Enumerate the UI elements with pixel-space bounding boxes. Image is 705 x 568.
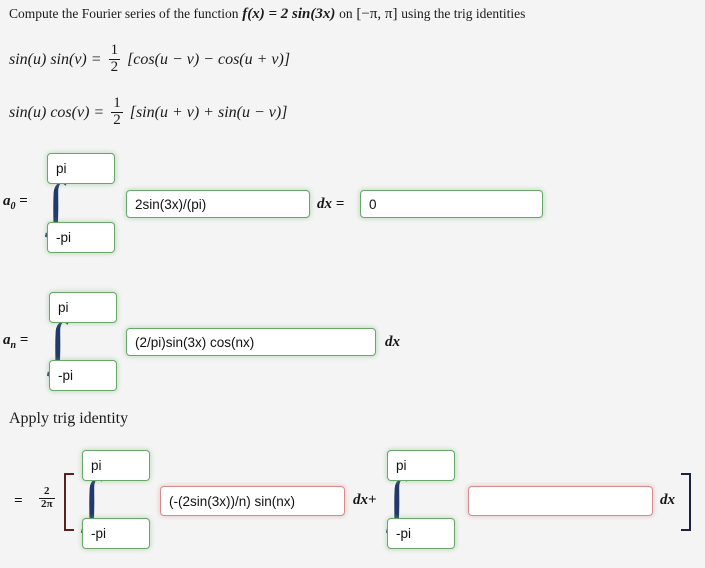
identity-2-fraction-numerator: 1 bbox=[113, 95, 121, 111]
an-label-subscript: n bbox=[10, 340, 17, 351]
a0-label-subscript: 0 bbox=[10, 201, 16, 212]
big-left-bracket bbox=[64, 473, 77, 531]
prompt-interval: [−π, π] bbox=[356, 6, 398, 22]
apply-coefficient-fraction: 2 2π bbox=[39, 485, 55, 510]
prompt-function-expression: f(x) = 2 sin(3x) bbox=[242, 6, 336, 22]
a0-label-base: a bbox=[3, 193, 11, 209]
identity-2-rhs: [sin(u + v) + sin(u − v)] bbox=[129, 103, 288, 121]
apply-coefficient-numerator: 2 bbox=[44, 485, 50, 497]
apply-coefficient-denominator: 2π bbox=[39, 497, 55, 510]
term1-lower-limit-input[interactable]: -pi bbox=[82, 518, 150, 549]
identity-2-fraction: 1 2 bbox=[111, 95, 123, 129]
term2-lower-limit-input[interactable]: -pi bbox=[387, 518, 455, 549]
a0-integrand-input[interactable]: 2sin(3x)/(pi) bbox=[126, 190, 310, 218]
trig-identity-2: sin(u) cos(v) = 1 2 [sin(u + v) + sin(u … bbox=[9, 95, 288, 130]
term1-dx-plus-label: dx+ bbox=[353, 492, 377, 508]
a0-lower-limit-input[interactable]: -pi bbox=[47, 222, 115, 253]
a0-upper-limit-input[interactable]: pi bbox=[47, 153, 115, 184]
term2-upper-limit-input[interactable]: pi bbox=[387, 450, 455, 481]
a0-equals-sign: = bbox=[19, 193, 28, 209]
identity-2-lhs: sin(u) cos(v) = bbox=[9, 103, 105, 121]
integral-sign-an: ∫ bbox=[50, 309, 66, 374]
identity-1-fraction: 1 2 bbox=[108, 42, 121, 76]
an-lower-limit-input[interactable]: -pi bbox=[49, 360, 117, 391]
integral-sign-term2: ∫ bbox=[389, 466, 405, 531]
an-label: an = bbox=[3, 332, 28, 351]
a0-dx-equals-label: dx = bbox=[317, 196, 345, 212]
an-integrand-input[interactable]: (2/pi)sin(3x) cos(nx) bbox=[126, 328, 376, 356]
term1-integrand-input[interactable]: (-(2sin(3x))/n) sin(nx) bbox=[160, 486, 345, 516]
term2-integrand-input[interactable] bbox=[468, 486, 653, 516]
an-dx-label: dx bbox=[385, 334, 400, 350]
trig-identity-1: sin(u) sin(v) = 1 2 [cos(u − v) − cos(u … bbox=[9, 42, 291, 77]
identity-1-rhs: [cos(u − v) − cos(u + v)] bbox=[127, 50, 291, 68]
term1-upper-limit-input[interactable]: pi bbox=[82, 450, 150, 481]
apply-equals-sign: = bbox=[14, 493, 23, 509]
integral-sign-term1: ∫ bbox=[84, 466, 100, 531]
a0-result-input[interactable]: 0 bbox=[360, 190, 543, 218]
an-equals-sign: = bbox=[19, 332, 29, 348]
prompt-lead-text: Compute the Fourier series of the functi… bbox=[9, 6, 239, 21]
term2-dx-label: dx bbox=[660, 492, 675, 508]
apply-trig-identity-heading: Apply trig identity bbox=[9, 410, 129, 427]
identity-1-fraction-numerator: 1 bbox=[110, 42, 119, 58]
prompt-trailing-text: using the trig identities bbox=[401, 6, 526, 21]
integral-sign-a0: ∫ bbox=[48, 170, 64, 235]
identity-1-lhs: sin(u) sin(v) = bbox=[9, 50, 102, 68]
identity-2-fraction-denominator: 2 bbox=[111, 111, 123, 128]
prompt-on-text: on bbox=[339, 6, 353, 21]
a0-label: a0 = bbox=[3, 193, 28, 212]
problem-statement: Compute the Fourier series of the functi… bbox=[9, 5, 525, 23]
big-right-bracket bbox=[678, 473, 691, 531]
an-label-base: a bbox=[3, 332, 11, 348]
identity-1-fraction-denominator: 2 bbox=[108, 58, 121, 75]
an-upper-limit-input[interactable]: pi bbox=[49, 292, 117, 323]
